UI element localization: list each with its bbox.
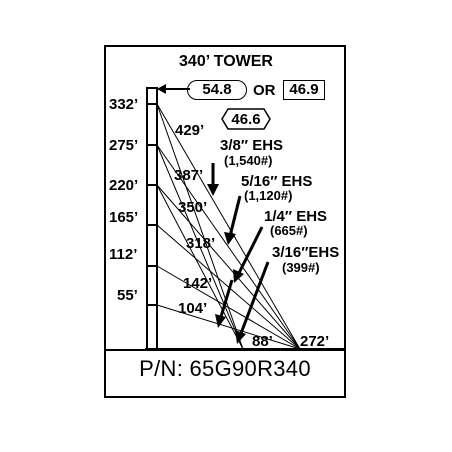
distance-label-318: 318’ xyxy=(186,235,216,252)
height-label-275: 275’ xyxy=(109,137,139,154)
cable-size-3-16: 3/16″EHS xyxy=(272,244,340,261)
cable-strength-1120: (1,120#) xyxy=(244,188,293,203)
tower-title: 340’ TOWER xyxy=(179,53,273,70)
arrow-1-4-ehs xyxy=(233,226,264,283)
distance-label-142: 142’ xyxy=(183,275,213,292)
arrow-3-16-ehs xyxy=(235,261,270,344)
tension-hex-value: 46.6 xyxy=(231,111,261,128)
tension-oval: 54.8 xyxy=(187,80,247,100)
arrow-104-to-88 xyxy=(215,279,234,328)
height-label-55: 55’ xyxy=(117,287,138,304)
distance-label-429: 429’ xyxy=(175,122,205,139)
height-label-332: 332’ xyxy=(109,96,139,113)
top-pointer-arrow xyxy=(157,84,190,94)
cable-strength-665: (665#) xyxy=(270,223,308,238)
height-label-165: 165’ xyxy=(109,209,139,226)
tower-section-ticks xyxy=(147,103,157,306)
guy-wire-inner-332 xyxy=(156,103,244,350)
guy-wire-275 xyxy=(156,144,301,350)
cable-strength-399: (399#) xyxy=(282,260,320,275)
guy-wire-332 xyxy=(156,103,301,350)
or-text: OR xyxy=(253,82,276,99)
arrow-5-16-ehs xyxy=(224,195,242,245)
arrow-3-8-ehs xyxy=(207,163,219,196)
cable-size-3-8: 3/8″ EHS xyxy=(220,137,284,154)
distance-label-104: 104’ xyxy=(178,300,208,317)
hexagon-outline xyxy=(221,108,271,130)
guy-wire-inner-220 xyxy=(156,184,244,350)
tower-mast xyxy=(146,87,158,350)
part-number: P/N: 65G90R340 xyxy=(139,356,311,381)
guy-wire-inner-275 xyxy=(156,144,244,350)
tension-box: 46.9 xyxy=(283,80,325,100)
diagram-frame xyxy=(104,45,346,398)
cable-strength-1540: (1,540#) xyxy=(224,153,273,168)
cable-size-5-16: 5/16″ EHS xyxy=(241,173,313,190)
distance-label-387: 387’ xyxy=(174,167,204,184)
distance-label-350: 350’ xyxy=(178,199,208,216)
cable-arrows xyxy=(207,163,270,344)
height-label-220: 220’ xyxy=(109,177,139,194)
guy-wire-55 xyxy=(156,304,301,350)
distance-label-88: 88’ xyxy=(252,333,273,350)
distance-label-272: 272’ xyxy=(300,333,330,350)
height-label-112: 112’ xyxy=(109,246,138,263)
cable-size-1-4: 1/4″ EHS xyxy=(264,208,328,225)
guy-wire-220 xyxy=(156,184,301,350)
